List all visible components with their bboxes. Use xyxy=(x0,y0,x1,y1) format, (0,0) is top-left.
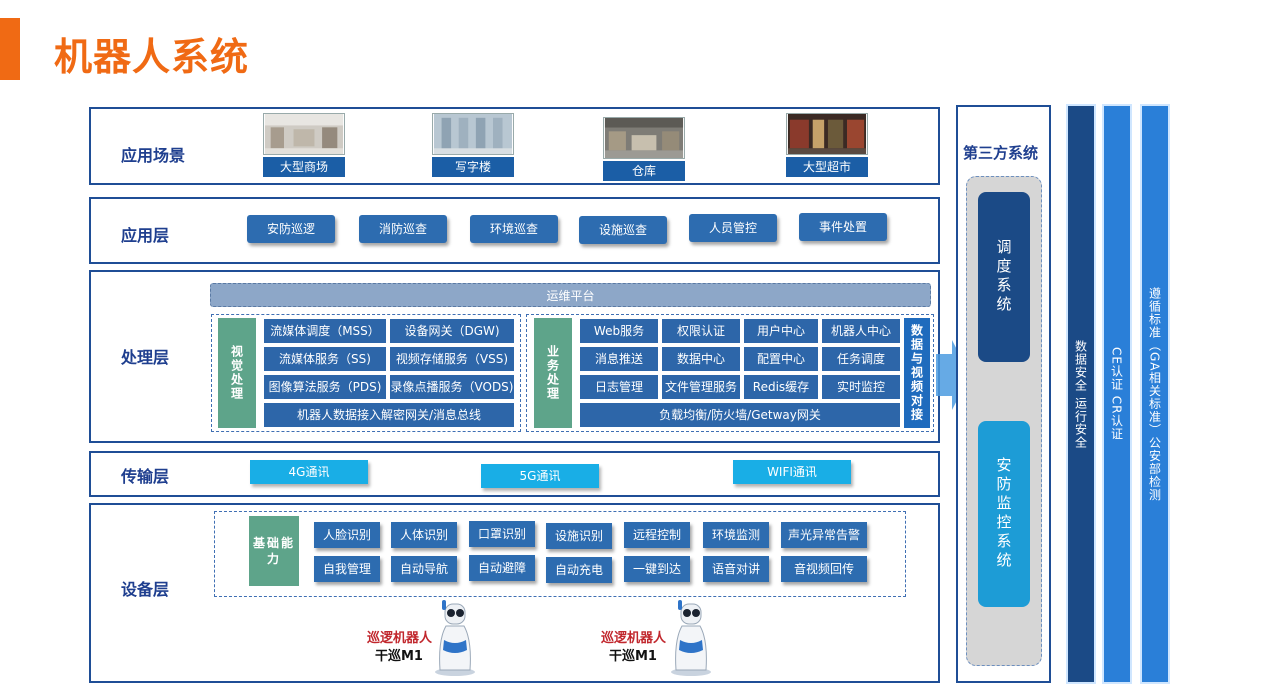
cap-body-recognition: 人体识别 xyxy=(391,522,457,548)
vision-cell: 设备网关（DGW) xyxy=(390,319,514,343)
app-environment-inspection: 环境巡查 xyxy=(470,215,558,243)
cap-mask-recognition: 口罩识别 xyxy=(469,521,535,547)
business-cell: 用户中心 xyxy=(744,319,818,343)
scene-mall: 大型商场 xyxy=(263,113,345,177)
cap-remote-control: 远程控制 xyxy=(624,522,690,548)
data-video-dock: 数据与视频对接 xyxy=(904,318,930,428)
vision-bottom-bar: 机器人数据接入解密网关/消息总线 xyxy=(264,403,514,427)
robot-icon-2 xyxy=(671,600,711,676)
cap-self-management: 自我管理 xyxy=(314,556,380,582)
vision-cell: 流媒体调度（MSS） xyxy=(264,319,386,343)
security-monitor-system-box: 安防监控系统 xyxy=(978,421,1030,607)
robot-model-2: 干巡M1 xyxy=(609,649,657,664)
vision-cell: 视频存储服务（VSS) xyxy=(390,347,514,371)
scene-label-supermarket: 大型超市 xyxy=(786,157,868,177)
page-title: 机器人系统 xyxy=(54,35,250,79)
vision-cell: 录像点播服务（VODS) xyxy=(390,375,514,399)
warehouse-photo xyxy=(603,117,685,159)
app-security-patrol: 安防巡逻 xyxy=(247,215,335,243)
business-cell: 配置中心 xyxy=(744,347,818,371)
third-party-title: 第三方系统 xyxy=(963,144,1039,162)
app-personnel-control: 人员管控 xyxy=(689,214,777,242)
business-processing-group xyxy=(526,314,934,432)
business-cell: 数据中心 xyxy=(662,347,740,371)
cap-one-key-arrive: 一键到达 xyxy=(624,556,690,582)
cap-environment-monitor: 环境监测 xyxy=(703,522,769,548)
cap-auto-charging: 自动充电 xyxy=(546,557,612,583)
base-capability-tag: 基础能力 xyxy=(249,516,299,586)
vision-cell: 图像算法服务（PDS) xyxy=(264,375,386,399)
vision-cell: 流媒体服务（SS) xyxy=(264,347,386,371)
cap-voice-intercom: 语音对讲 xyxy=(703,556,769,582)
mall-photo xyxy=(263,113,345,155)
scene-label-office: 写字楼 xyxy=(432,157,514,177)
business-cell: 消息推送 xyxy=(580,347,658,371)
cap-alarm: 声光异常告警 xyxy=(781,522,867,548)
robot-model-1: 干巡M1 xyxy=(375,649,423,664)
base-capability-group xyxy=(214,511,906,597)
scene-label-mall: 大型商场 xyxy=(263,157,345,177)
business-cell: Web服务 xyxy=(580,319,658,343)
business-cell: 权限认证 xyxy=(662,319,740,343)
business-cell: 实时监控 xyxy=(822,375,900,399)
business-processing-tag: 业务处理 xyxy=(534,318,572,428)
app-fire-inspection: 消防巡查 xyxy=(359,215,447,243)
business-cell: 文件管理服务 xyxy=(662,375,740,399)
app-layer-label: 应用层 xyxy=(121,226,170,245)
business-bottom-bar: 负载均衡/防火墙/Getway网关 xyxy=(580,403,900,427)
robot-name-2: 巡逻机器人 xyxy=(601,631,667,646)
cap-auto-navigation: 自动导航 xyxy=(391,556,457,582)
transport-layer-label: 传输层 xyxy=(121,467,170,486)
title-accent-bar xyxy=(0,18,20,80)
net-5g: 5G通讯 xyxy=(481,464,599,488)
robot-icon-1 xyxy=(435,600,475,676)
dispatch-system-box: 调度系统 xyxy=(978,192,1030,362)
scene-label-warehouse: 仓库 xyxy=(603,161,685,181)
app-facility-inspection: 设施巡查 xyxy=(579,216,667,244)
side-column-certification: CE认证 CR认证 xyxy=(1102,104,1132,684)
office-photo xyxy=(432,113,514,155)
arrow-to-third-party xyxy=(936,340,970,410)
cap-facility-recognition: 设施识别 xyxy=(546,523,612,549)
side-column-standards: 遵循标准（GA相关标准）公安部检测 xyxy=(1140,104,1170,684)
device-layer-label: 设备层 xyxy=(121,580,170,599)
cap-face-recognition: 人脸识别 xyxy=(314,522,380,548)
cap-av-return: 音视频回传 xyxy=(781,556,867,582)
robot-name-1: 巡逻机器人 xyxy=(367,631,433,646)
scene-layer-label: 应用场景 xyxy=(121,146,186,165)
net-4g: 4G通讯 xyxy=(250,460,368,484)
business-cell: Redis缓存 xyxy=(744,375,818,399)
process-layer-label: 处理层 xyxy=(121,348,170,367)
app-incident-handling: 事件处置 xyxy=(799,213,887,241)
vision-processing-group xyxy=(211,314,521,432)
side-column-data-security: 数据安全 运行安全 xyxy=(1066,104,1096,684)
scene-supermarket: 大型超市 xyxy=(786,113,868,177)
cap-obstacle-avoidance: 自动避障 xyxy=(469,555,535,581)
business-cell: 日志管理 xyxy=(580,375,658,399)
net-wifi: WIFI通讯 xyxy=(733,460,851,484)
scene-warehouse: 仓库 xyxy=(603,117,685,181)
business-cell: 机器人中心 xyxy=(822,319,900,343)
scene-office: 写字楼 xyxy=(432,113,514,177)
ops-platform-bar: 运维平台 xyxy=(210,283,931,307)
vision-processing-tag: 视觉处理 xyxy=(218,318,256,428)
business-cell: 任务调度 xyxy=(822,347,900,371)
supermarket-photo xyxy=(786,113,868,155)
